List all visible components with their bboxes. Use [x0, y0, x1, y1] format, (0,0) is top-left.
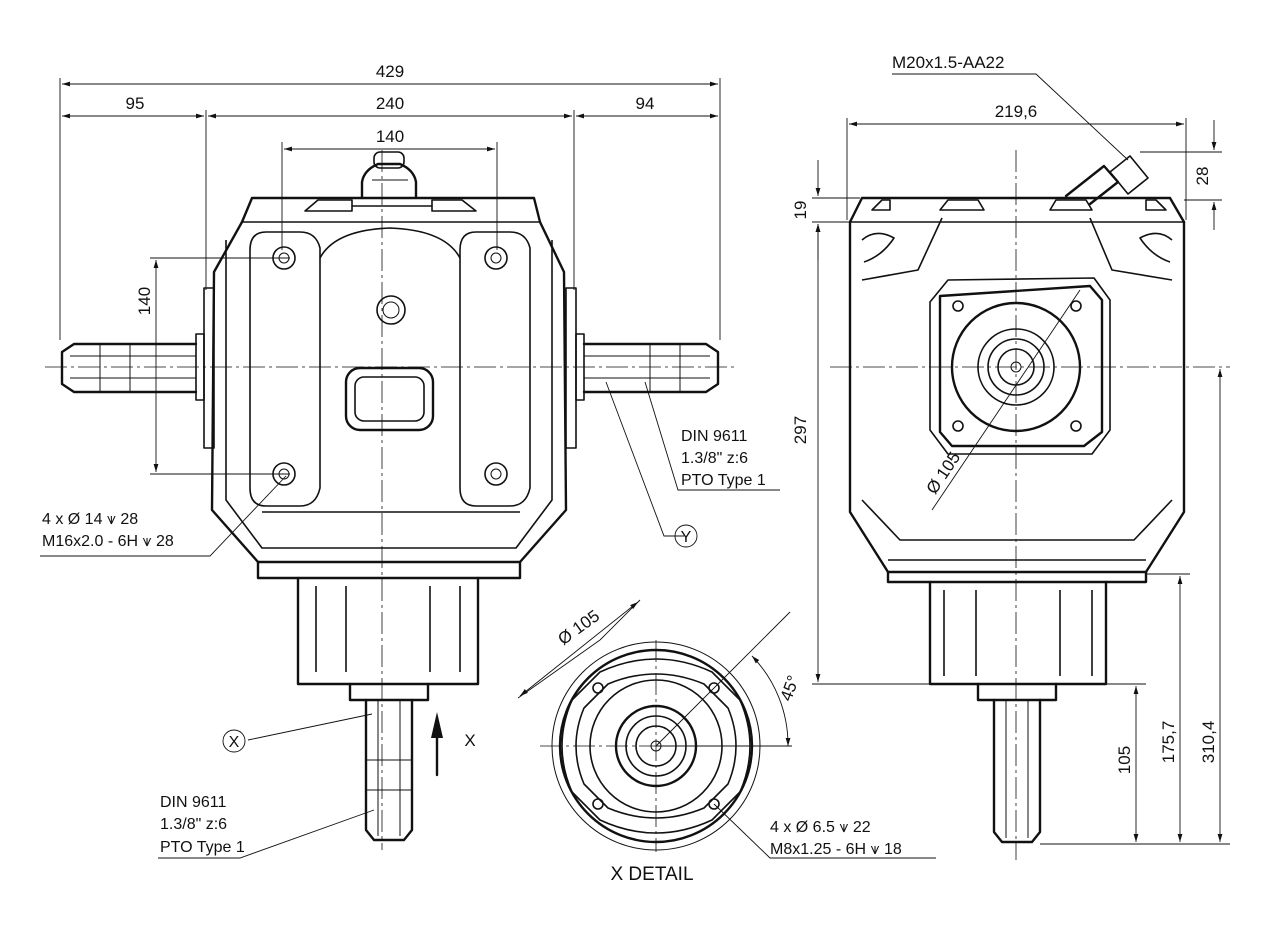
dim-vert-holes: 140	[135, 287, 154, 315]
bolt-note-line2: M16x2.0 - 6H ⩛ 28	[42, 533, 174, 550]
thread-note: M20x1.5-AA22	[892, 53, 1004, 72]
right-shaft-spec-line3: PTO Type 1	[681, 472, 766, 489]
side-labels: M20x1.5-AA22 219,6 28 19 297 Ø 105 105 1…	[791, 53, 1218, 774]
bolt-holes-front	[272, 246, 508, 486]
detail-dim-angle: 45°	[777, 673, 804, 704]
bottom-shaft-spec-line3: PTO Type 1	[160, 839, 245, 856]
dim-side-width: 219,6	[995, 102, 1038, 121]
dim-left-shaft: 95	[126, 94, 145, 113]
bolt-note-line1: 4 x Ø 14 ⩛ 28	[42, 511, 138, 528]
side-dimensions	[812, 73, 1230, 845]
label-y: Y	[681, 529, 692, 546]
label-x: X	[229, 734, 240, 751]
dim-total-length: 310,4	[1199, 721, 1218, 764]
dim-shaft-length: 105	[1115, 746, 1134, 774]
view-arrow-label: X	[464, 731, 475, 750]
detail-hole-note-line1: 4 x Ø 6.5 ⩛ 22	[770, 819, 871, 836]
right-shaft-spec-line1: DIN 9611	[681, 428, 748, 445]
dim-top: 19	[791, 201, 810, 220]
dim-overall-width: 429	[376, 62, 404, 81]
dim-right-shaft: 94	[636, 94, 655, 113]
dim-height: 297	[791, 416, 810, 444]
dim-mid-length: 175,7	[1159, 721, 1178, 764]
bottom-shaft-spec-line1: DIN 9611	[160, 794, 227, 811]
front-dimensions	[40, 78, 780, 859]
dim-top-holes: 140	[376, 127, 404, 146]
dim-body: 240	[376, 94, 404, 113]
detail-caption: X DETAIL	[610, 864, 693, 885]
front-view	[45, 150, 735, 850]
right-shaft-spec-line2: 1.3/8" z:6	[681, 450, 748, 467]
dim-plug: 28	[1193, 167, 1212, 186]
dim-flange-dia: Ø 105	[923, 448, 965, 497]
bottom-shaft-spec-line2: 1.3/8" z:6	[160, 816, 227, 833]
front-labels: 429 95 240 94 140 140 4 x Ø 14 ⩛ 28 M16x…	[42, 62, 766, 856]
detail-hole-note-line2: M8x1.25 - 6H ⩛ 18	[770, 841, 902, 858]
x-detail-view	[517, 599, 936, 859]
